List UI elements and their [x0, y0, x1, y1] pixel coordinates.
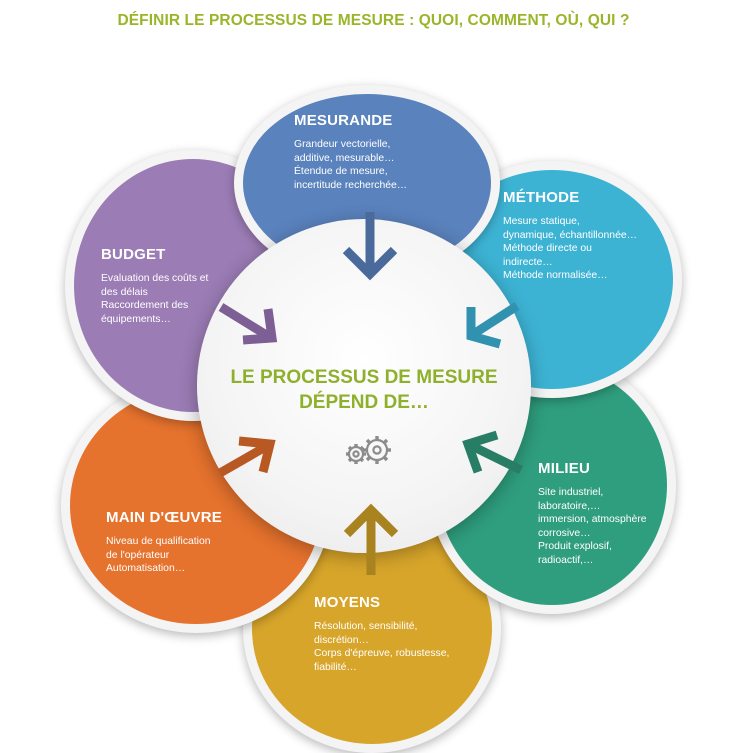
budget-line: équipements…: [101, 313, 171, 325]
main-oeuvre-text: MAIN D'ŒUVRE Niveau de qualification de …: [106, 509, 222, 576]
methode-line: Méthode directe ou: [503, 243, 592, 255]
mesurande-line: Étendue de mesure,: [294, 166, 388, 178]
milieu-text: MILIEU Site industriel, laboratoire,… im…: [538, 460, 647, 568]
budget-text: BUDGET Evaluation des coûts et des délai…: [101, 246, 208, 326]
main-oeuvre-line: de l'opérateur: [106, 549, 170, 561]
mesurande-title: MESURANDE: [294, 112, 393, 129]
moyens-line: Corps d'épreuve, robustesse,: [314, 648, 450, 660]
methode-line: indirecte…: [503, 256, 553, 268]
budget-line: des délais: [101, 286, 148, 298]
budget-title: BUDGET: [101, 246, 166, 263]
gears-icon: [346, 436, 391, 464]
moyens-line: Résolution, sensibilité,: [314, 621, 418, 632]
main-oeuvre-title: MAIN D'ŒUVRE: [106, 509, 222, 526]
methode-line: dynamique, échantillonnée…: [503, 229, 638, 241]
center-circle: LE PROCESSUS DE MESURE DÉPEND DE…: [197, 219, 531, 553]
main-oeuvre-line: Automatisation…: [106, 563, 186, 575]
center-title-line1: LE PROCESSUS DE MESURE: [230, 367, 498, 388]
methode-line: Méthode normalisée…: [503, 270, 608, 282]
milieu-line: Produit explosif,: [538, 541, 612, 553]
methode-title: MÉTHODE: [503, 189, 580, 206]
moyens-line: discrétion…: [314, 634, 369, 646]
milieu-title: MILIEU: [538, 460, 591, 477]
center-title-line2: DÉPEND DE…: [299, 392, 429, 413]
milieu-line: laboratoire,…: [538, 500, 601, 512]
mesurande-line: additive, mesurable…: [294, 152, 395, 164]
methode-line: Mesure statique,: [503, 216, 580, 227]
moyens-title: MOYENS: [314, 594, 381, 611]
milieu-line: radioactif,…: [538, 554, 594, 566]
mesurande-line: Grandeur vectorielle,: [294, 139, 391, 150]
moyens-text: MOYENS Résolution, sensibilité, discréti…: [314, 594, 449, 674]
mesurande-line: incertitude recherchée…: [294, 179, 408, 191]
main-oeuvre-line: Niveau de qualification: [106, 536, 211, 547]
milieu-line: corrosive…: [538, 527, 591, 539]
budget-line: Evaluation des coûts et: [101, 273, 209, 284]
budget-line: Raccordement des: [101, 300, 189, 312]
milieu-line: immersion, atmosphère: [538, 514, 647, 526]
milieu-line: Site industriel,: [538, 487, 604, 498]
methode-text: MÉTHODE Mesure statique, dynamique, écha…: [503, 189, 637, 283]
moyens-line: fiabilité…: [314, 661, 357, 673]
mesurande-text: MESURANDE Grandeur vectorielle, additive…: [294, 112, 407, 192]
page-title: DÉFINIR LE PROCESSUS DE MESURE : QUOI, C…: [117, 12, 630, 29]
